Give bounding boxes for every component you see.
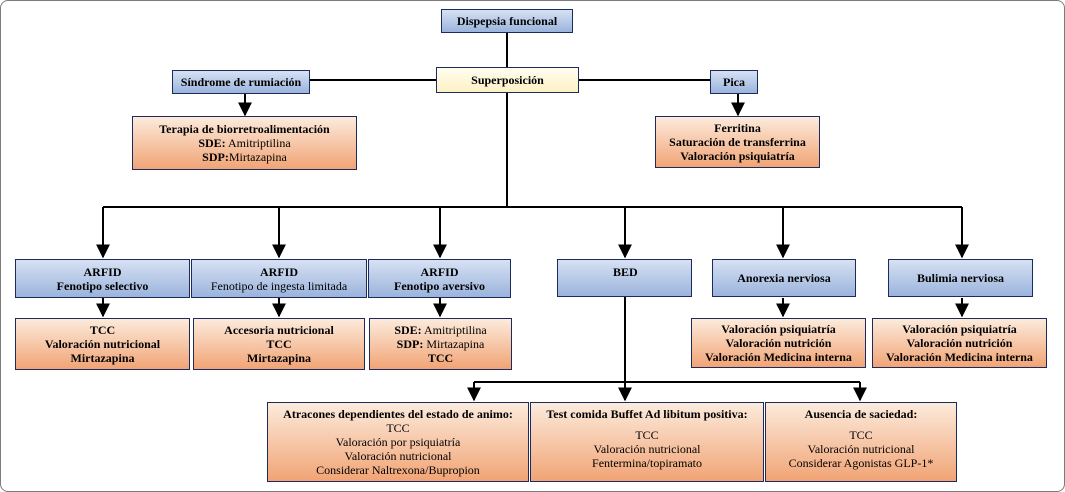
superposicion-label: Superposición: [471, 73, 544, 87]
bed-box: BED: [557, 259, 692, 297]
bed-satiety-line-1: TCC: [849, 428, 873, 442]
anorexia-treatment-box: Valoración psiquiatría Valoración nutric…: [691, 318, 866, 368]
bed-mood-line-4: Considerar Naltrexona/Bupropion: [316, 463, 480, 477]
arfid-aversive-sdp-line: SDP: Mirtazapina: [397, 337, 485, 351]
bed-buffet-line-1: TCC: [635, 428, 659, 442]
pica-title: Pica: [723, 75, 745, 89]
arfid-limited-line-2: TCC: [266, 337, 292, 351]
bulimia-line-3: Valoración Medicina interna: [886, 350, 1033, 364]
arfid-selective-line-3: Mirtazapina: [70, 351, 135, 365]
rumination-therapy: Terapia de biorretroalimentación: [159, 122, 330, 136]
arfid-limited-line-3: Mirtazapina: [247, 351, 311, 365]
bulimia-box: Bulimia nerviosa: [888, 259, 1033, 297]
pica-line-2: Saturación de transferrina: [669, 135, 806, 149]
anorexia-line-2: Valoración nutrición: [725, 336, 832, 350]
bed-satiety-line-3: Considerar Agonistas GLP-1*: [788, 456, 934, 470]
bulimia-line-1: Valoración psiquiatría: [902, 322, 1017, 336]
bed-mood-line-1: TCC: [386, 421, 410, 435]
bed-buffet-box: Test comida Buffet Ad libitum positiva: …: [530, 402, 764, 482]
arfid-limited-title: ARFID: [260, 264, 298, 279]
anorexia-title: Anorexia nerviosa: [737, 271, 831, 285]
arfid-aversive-treatment-box: SDE: Amitriptilina SDP: Mirtazapina TCC: [369, 318, 512, 370]
bed-buffet-line-3: Fentermina/topiramato: [592, 456, 702, 470]
arfid-limited-treatment-box: Accesoria nutricional TCC Mirtazapina: [193, 318, 365, 370]
sdp-key: SDP:: [202, 150, 229, 164]
bed-satiety-title: Ausencia de saciedad:: [804, 407, 918, 421]
sdp-key: SDP:: [396, 337, 424, 351]
sde-value: Amitriptilina: [225, 136, 291, 150]
anorexia-box: Anorexia nerviosa: [712, 259, 856, 297]
anorexia-line-3: Valoración Medicina interna: [705, 350, 852, 364]
arfid-limited-box: ARFID Fenotipo de ingesta limitada: [191, 259, 367, 298]
arfid-aversive-subtitle: Fenotipo aversivo: [394, 278, 485, 293]
bed-mood-line-3: Valoración nutricional: [344, 449, 452, 463]
arfid-selective-title: ARFID: [83, 264, 122, 279]
rumination-box: Síndrome de rumiación: [172, 70, 310, 94]
arfid-aversive-title: ARFID: [420, 264, 459, 279]
bed-satiety-line-2: Valoración nutricional: [807, 442, 915, 456]
rumination-sde-line: SDE: Amitriptilina: [198, 136, 290, 150]
arfid-selective-subtitle: Fenotipo selectivo: [56, 278, 149, 293]
pica-line-3: Valoración psiquiatría: [680, 149, 795, 163]
superposicion-box: Superposición: [436, 67, 579, 93]
arfid-aversive-tcc: TCC: [427, 351, 454, 365]
rumination-sdp-line: SDP:Mirtazapina: [202, 150, 287, 164]
bed-mood-line-2: Valoración por psiquiatría: [335, 435, 461, 449]
arfid-selective-treatment-box: TCC Valoración nutricional Mirtazapina: [15, 318, 190, 370]
arfid-aversive-sde-line: SDE: Amitriptilina: [394, 323, 486, 337]
arfid-aversive-box: ARFID Fenotipo aversivo: [368, 259, 511, 298]
dispepsia-funcional-label: Dispepsia funcional: [456, 14, 558, 28]
arfid-selective-box: ARFID Fenotipo selectivo: [15, 259, 190, 298]
pica-box: Pica: [710, 70, 758, 94]
bed-mood-box: Atracones dependientes del estado de ani…: [267, 402, 529, 482]
sde-key: SDE:: [198, 136, 226, 150]
bed-title: BED: [613, 265, 638, 279]
sde-key: SDE:: [394, 323, 422, 337]
arfid-selective-line-1: TCC: [89, 323, 116, 337]
bulimia-treatment-box: Valoración psiquiatría Valoración nutric…: [872, 318, 1047, 368]
bed-buffet-line-2: Valoración nutricional: [593, 442, 701, 456]
bed-mood-title: Atracones dependientes del estado de ani…: [283, 407, 513, 421]
sde-value: Amitriptilina: [421, 323, 487, 337]
sdp-value: Mirtazapina: [228, 150, 287, 164]
arfid-limited-subtitle: Fenotipo de ingesta limitada: [210, 278, 348, 293]
pica-treatment-box: Ferritina Saturación de transferrina Val…: [655, 116, 820, 168]
pica-line-1: Ferritina: [714, 121, 761, 135]
rumination-treatment-box: Terapia de biorretroalimentación SDE: Am…: [132, 116, 357, 170]
bulimia-line-2: Valoración nutrición: [906, 336, 1013, 350]
bulimia-title: Bulimia nerviosa: [916, 271, 1004, 285]
sdp-value: Mirtazapina: [423, 337, 485, 351]
dispepsia-funcional-box: Dispepsia funcional: [441, 9, 573, 33]
bed-satiety-box: Ausencia de saciedad: TCC Valoración nut…: [765, 402, 957, 482]
bed-buffet-title: Test comida Buffet Ad libitum positiva:: [546, 407, 748, 421]
anorexia-line-1: Valoración psiquiatría: [721, 322, 836, 336]
arfid-limited-line-1: Accesoria nutricional: [224, 323, 334, 337]
arfid-selective-line-2: Valoración nutricional: [44, 337, 161, 351]
rumination-title: Síndrome de rumiación: [180, 75, 302, 89]
